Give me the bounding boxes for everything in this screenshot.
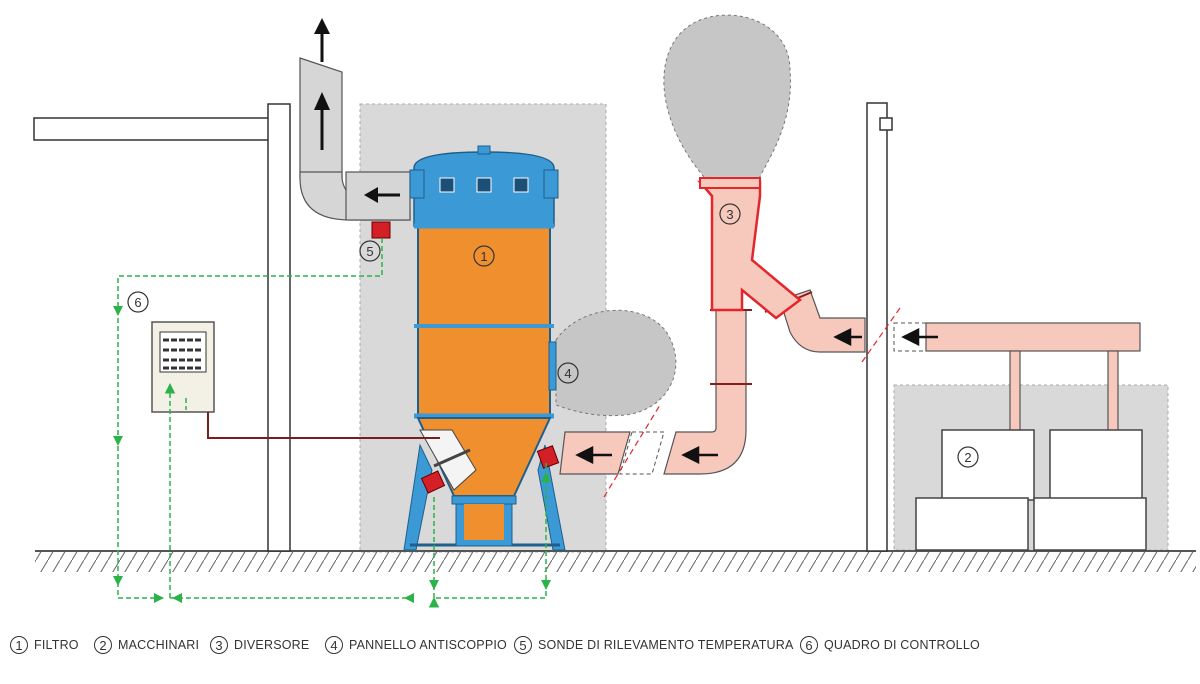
callout-control-panel: 6 (127, 291, 149, 313)
flow-arrows (575, 327, 938, 465)
legend-number: 4 (325, 636, 343, 654)
antiblast-dust-cloud (555, 309, 677, 417)
legend-label: QUADRO DI CONTROLLO (824, 638, 980, 652)
legend-label: SONDE DI RILEVAMENTO TEMPERATURA (538, 638, 794, 652)
svg-text:5: 5 (366, 244, 373, 259)
svg-text:4: 4 (564, 366, 571, 381)
legend-number: 6 (800, 636, 818, 654)
callout-temperature-probe: 5 (359, 240, 381, 262)
callout-diverter: 3 (719, 203, 741, 225)
left-building-wall (33, 103, 291, 552)
legend-item-filter: 1 FILTRO (10, 636, 79, 654)
legend-item-machines: 2 MACCHINARI (94, 636, 199, 654)
legend-item-diverter: 3 DIVERSORE (210, 636, 309, 654)
callout-antiblast-panel: 4 (557, 362, 579, 384)
legend-label: PANNELLO ANTISCOPPIO (349, 638, 507, 652)
filter-unit (403, 145, 566, 551)
machines (915, 429, 1147, 551)
callout-machines: 2 (957, 446, 979, 468)
legend-label: MACCHINARI (118, 638, 200, 652)
legend: 1 FILTRO 2 MACCHINARI 3 DIVERSORE 4 PANN… (0, 636, 1200, 666)
legend-number: 3 (210, 636, 228, 654)
control-cable (207, 412, 440, 439)
legend-label: FILTRO (34, 638, 79, 652)
diverter-dust-cloud (663, 14, 791, 187)
svg-text:2: 2 (964, 450, 971, 465)
legend-number: 5 (514, 636, 532, 654)
svg-text:1: 1 (480, 249, 487, 264)
control-panel (151, 321, 215, 413)
signal-lines (117, 238, 547, 608)
legend-item-antiblast-panel: 4 PANNELLO ANTISCOPPIO (325, 636, 507, 654)
legend-item-control-panel: 6 QUADRO DI CONTROLLO (800, 636, 980, 654)
ground-hatching (35, 552, 1196, 572)
svg-text:3: 3 (726, 207, 733, 222)
legend-item-temperature-probes: 5 SONDE DI RILEVAMENTO TEMPERATURA (514, 636, 794, 654)
legend-number: 2 (94, 636, 112, 654)
temperature-probes (371, 221, 560, 494)
legend-number: 1 (10, 636, 28, 654)
legend-label: DIVERSORE (234, 638, 310, 652)
callout-filter: 1 (473, 245, 495, 267)
right-building-wall (866, 102, 893, 552)
svg-text:6: 6 (134, 295, 141, 310)
diverter (697, 180, 803, 320)
